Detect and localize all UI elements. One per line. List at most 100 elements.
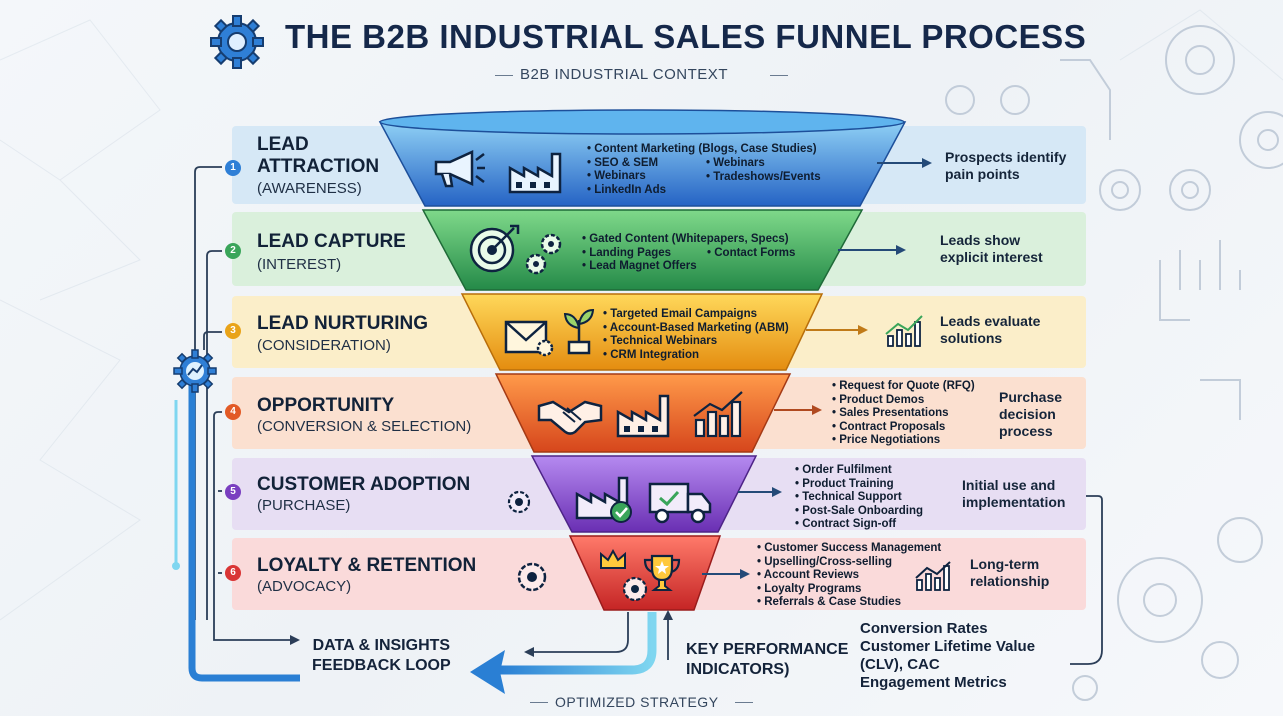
subtitle-rule-right bbox=[770, 75, 788, 76]
list-item: Price Negotiations bbox=[832, 434, 975, 448]
handshake-icon bbox=[535, 392, 605, 443]
list-item: Gated Content (Whitepapers, Specs) bbox=[582, 233, 788, 247]
stage-4-subtitle: (CONVERSION & SELECTION) bbox=[257, 418, 472, 435]
footer-rule-left bbox=[530, 702, 548, 703]
list-item: Post-Sale Onboarding bbox=[795, 505, 923, 519]
list-item: Landing Pages bbox=[582, 247, 789, 261]
gear-icon bbox=[620, 574, 650, 609]
stage-3-bullets: Targeted Email Campaigns Account-Based M… bbox=[603, 308, 789, 362]
stage-1-subtitle: (AWARENESS) bbox=[257, 180, 362, 197]
kpi-item: Conversion Rates bbox=[860, 620, 988, 637]
growth-chart-icon bbox=[884, 314, 924, 353]
stage-2-title: LEAD CAPTURE bbox=[257, 231, 406, 252]
kpi-list: Conversion Rates Customer Lifetime Value… bbox=[860, 620, 1035, 692]
list-item: Account-Based Marketing (ABM) bbox=[603, 322, 789, 336]
stage-3-subtitle: (CONSIDERATION) bbox=[257, 337, 391, 354]
stage-number-4: 4 bbox=[225, 404, 241, 420]
list-item: Contract Proposals bbox=[832, 421, 975, 435]
list-item: Product Training bbox=[795, 478, 923, 492]
stage-2-bullets-col2: Contact Forms bbox=[707, 247, 795, 261]
list-item: LinkedIn Ads bbox=[587, 184, 817, 198]
stage-4-bullets: Request for Quote (RFQ) Product Demos Sa… bbox=[832, 380, 975, 448]
left-connectors bbox=[194, 166, 290, 641]
list-item: Referrals & Case Studies bbox=[757, 596, 941, 610]
stage-number-3: 3 bbox=[225, 323, 241, 339]
crown-icon bbox=[598, 548, 628, 577]
stage-number-1: 1 bbox=[225, 160, 241, 176]
list-item: Webinars bbox=[706, 157, 821, 171]
list-item: Content Marketing (Blogs, Case Studies) bbox=[587, 143, 816, 157]
list-item: Contract Sign-off bbox=[795, 518, 923, 532]
list-item: Product Demos bbox=[832, 394, 975, 408]
list-item: SEO & SEM bbox=[587, 157, 817, 171]
list-item: Upselling/Cross-selling bbox=[757, 556, 941, 570]
trophy-icon bbox=[642, 552, 682, 601]
factory-check-icon bbox=[575, 472, 637, 529]
list-item: Tradeshows/Events bbox=[706, 171, 820, 185]
list-item: Loyalty Programs bbox=[757, 583, 941, 597]
truck-icon bbox=[648, 480, 714, 529]
funnel-segment-6 bbox=[568, 535, 722, 611]
kpi-item: (CLV), CAC bbox=[860, 656, 940, 673]
stage-1-bullets-col1: Content Marketing (Blogs, Case Studies) … bbox=[587, 143, 817, 198]
list-item: Technical Support bbox=[795, 491, 923, 505]
stage-6-title: LOYALTY & RETENTION bbox=[257, 555, 477, 576]
stage-4-title: OPPORTUNITY bbox=[257, 395, 395, 416]
stage-3-title: LEAD NURTURING bbox=[257, 313, 428, 334]
target-icon bbox=[466, 222, 522, 279]
stage-2-bullets-col1: Gated Content (Whitepapers, Specs) Landi… bbox=[582, 233, 789, 274]
list-item: Technical Webinars bbox=[603, 335, 789, 349]
megaphone-icon bbox=[430, 148, 486, 193]
page-title: THE B2B INDUSTRIAL SALES FUNNEL PROCESS bbox=[285, 18, 1087, 55]
kpi-item: Customer Lifetime Value bbox=[860, 638, 1036, 655]
stage-number-2: 2 bbox=[225, 243, 241, 259]
list-item: CRM Integration bbox=[603, 349, 789, 363]
decorative-gears bbox=[945, 25, 1283, 701]
stage-2-subtitle: (INTEREST) bbox=[257, 256, 342, 273]
page-subtitle: B2B INDUSTRIAL CONTEXT bbox=[520, 66, 728, 83]
gear-icon bbox=[505, 488, 533, 521]
email-icon bbox=[503, 310, 555, 363]
analytics-gear-icon bbox=[171, 347, 219, 400]
stage-5-bullets: Order Fulfilment Product Training Techni… bbox=[795, 464, 923, 532]
subtitle-rule-left bbox=[495, 75, 513, 76]
bar-chart-icon bbox=[692, 390, 748, 443]
list-item: Targeted Email Campaigns bbox=[603, 308, 789, 322]
footer-label: OPTIMIZED STRATEGY bbox=[555, 694, 719, 710]
list-item: Webinars bbox=[587, 170, 817, 184]
list-item: Request for Quote (RFQ) bbox=[832, 380, 974, 394]
list-item: Order Fulfilment bbox=[795, 464, 923, 478]
list-item: Sales Presentations bbox=[832, 407, 975, 421]
stage-1-bullets-col2: Webinars Tradeshows/Events bbox=[706, 157, 821, 185]
plant-icon bbox=[562, 306, 596, 361]
factory-icon bbox=[616, 392, 672, 443]
stage-5-subtitle: (PURCHASE) bbox=[257, 497, 351, 514]
feedback-loop-line bbox=[534, 612, 629, 653]
funnel-rim bbox=[379, 109, 905, 135]
gear-icon bbox=[523, 230, 569, 283]
background-pattern bbox=[0, 9, 1283, 621]
title-gear-icon bbox=[207, 12, 267, 72]
stage-number-5: 5 bbox=[225, 484, 241, 500]
footer-rule-right bbox=[735, 702, 753, 703]
list-item: Customer Success Management bbox=[757, 542, 941, 556]
stage-6-subtitle: (ADVOCACY) bbox=[257, 578, 352, 595]
list-item: Account Reviews bbox=[757, 569, 941, 583]
feedback-arrow-head bbox=[470, 650, 505, 694]
stage-number-6: 6 bbox=[225, 565, 241, 581]
stage-5-title: CUSTOMER ADOPTION bbox=[257, 474, 471, 495]
funnel-segment-5 bbox=[530, 455, 758, 533]
gear-icon bbox=[515, 560, 549, 599]
factory-icon bbox=[508, 150, 564, 199]
stage-6-bullets: Customer Success Management Upselling/Cr… bbox=[757, 542, 941, 610]
growth-chart-icon bbox=[914, 560, 952, 597]
